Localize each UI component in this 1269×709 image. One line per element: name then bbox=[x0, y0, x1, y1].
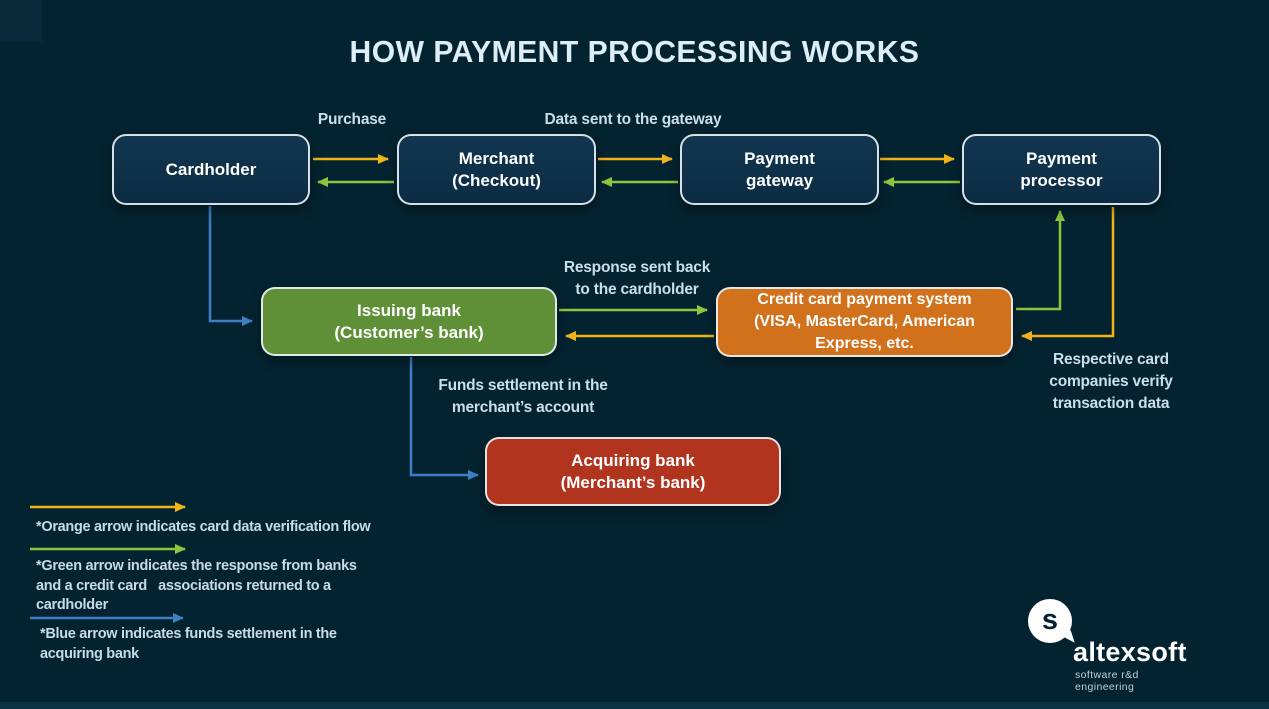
node-issuing-bank-label: Issuing bank (Customer’s bank) bbox=[334, 300, 484, 342]
logo-wordmark: altexsoft bbox=[1073, 637, 1187, 667]
label-purchase: Purchase bbox=[317, 111, 387, 128]
node-payment-processor-label: Payment processor bbox=[1020, 148, 1103, 190]
arrow-cardsystem-to-processor-green bbox=[1016, 210, 1065, 311]
altexsoft-logo-icon: s bbox=[1028, 599, 1075, 647]
label-verify-transaction: Respective card companies verify transac… bbox=[1049, 351, 1173, 412]
corner-accent bbox=[0, 0, 42, 42]
node-card-payment-system: Credit card payment system (VISA, Master… bbox=[716, 287, 1013, 357]
bottom-accent-strip bbox=[0, 702, 1269, 709]
node-card-payment-system-label: Credit card payment system (VISA, Master… bbox=[754, 291, 975, 352]
label-funds-settlement: Funds settlement in the merchant’s accou… bbox=[438, 377, 608, 416]
label-data-to-gateway: Data sent to the gateway bbox=[544, 111, 722, 128]
node-issuing-bank: Issuing bank (Customer’s bank) bbox=[261, 287, 557, 356]
node-merchant-label: Merchant (Checkout) bbox=[452, 148, 541, 190]
node-merchant: Merchant (Checkout) bbox=[397, 134, 596, 205]
logo-tagline: software r&d engineering bbox=[1075, 669, 1139, 693]
arrow-issuing-to-acquiring-blue bbox=[409, 357, 479, 480]
node-cardholder-label: Cardholder bbox=[165, 159, 257, 179]
altexsoft-logo: s altexsoft software r&d engineering bbox=[1028, 599, 1198, 693]
node-acquiring-bank: Acquiring bank (Merchant’s bank) bbox=[485, 437, 781, 506]
arrow-processor-to-cardsystem-yellow bbox=[1021, 207, 1115, 341]
legend-orange-text: *Orange arrow indicates card data verifi… bbox=[36, 519, 371, 535]
logo-glyph: s bbox=[1041, 603, 1059, 636]
legend-green-text: *Green arrow indicates the response from… bbox=[36, 558, 357, 613]
arrow-cardholder-to-issuing-blue bbox=[208, 206, 253, 326]
node-payment-gateway: Payment gateway bbox=[680, 134, 879, 205]
node-acquiring-bank-label: Acquiring bank (Merchant’s bank) bbox=[560, 450, 706, 492]
node-cardholder: Cardholder bbox=[112, 134, 310, 205]
legend-blue-text: *Blue arrow indicates funds settlement i… bbox=[40, 626, 337, 662]
label-response-sent-back: Response sent back to the cardholder bbox=[563, 259, 711, 298]
node-payment-processor: Payment processor bbox=[962, 134, 1161, 205]
node-payment-gateway-label: Payment gateway bbox=[744, 148, 815, 190]
page-title: HOW PAYMENT PROCESSING WORKS bbox=[349, 34, 920, 69]
